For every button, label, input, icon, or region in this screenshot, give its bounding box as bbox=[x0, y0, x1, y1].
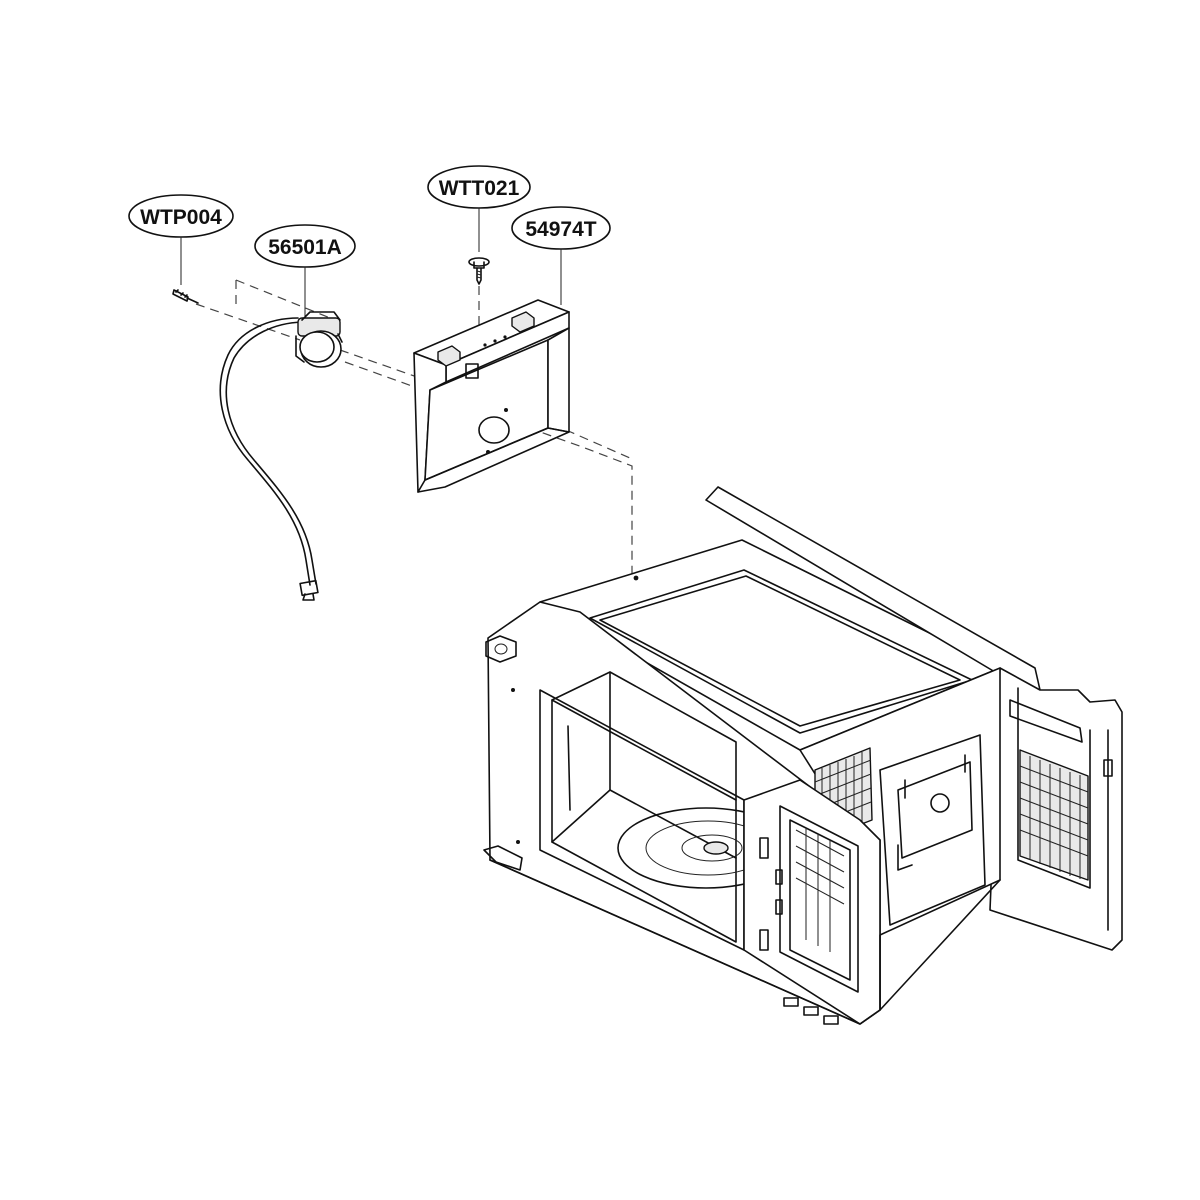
screw-wtp004 bbox=[172, 289, 199, 304]
bracket-54974t bbox=[413, 299, 570, 493]
control-grille bbox=[795, 828, 845, 952]
rear-vent-grille bbox=[1019, 749, 1089, 881]
screw-wtt021 bbox=[468, 257, 490, 285]
callout-54974t[interactable]: 54974T bbox=[511, 206, 611, 250]
callout-56501a[interactable]: 56501A bbox=[254, 224, 356, 268]
label-56501a: 56501A bbox=[268, 236, 342, 259]
label-wtp004: WTP004 bbox=[140, 206, 222, 229]
callout-wtt021[interactable]: WTT021 bbox=[427, 165, 531, 209]
magnetron-mount bbox=[879, 734, 986, 926]
sensor-56501a bbox=[219, 311, 343, 601]
callout-wtp004[interactable]: WTP004 bbox=[128, 194, 234, 238]
label-wtt021: WTT021 bbox=[439, 177, 520, 200]
microwave-chassis bbox=[483, 486, 1123, 1025]
label-54974t: 54974T bbox=[525, 218, 596, 241]
